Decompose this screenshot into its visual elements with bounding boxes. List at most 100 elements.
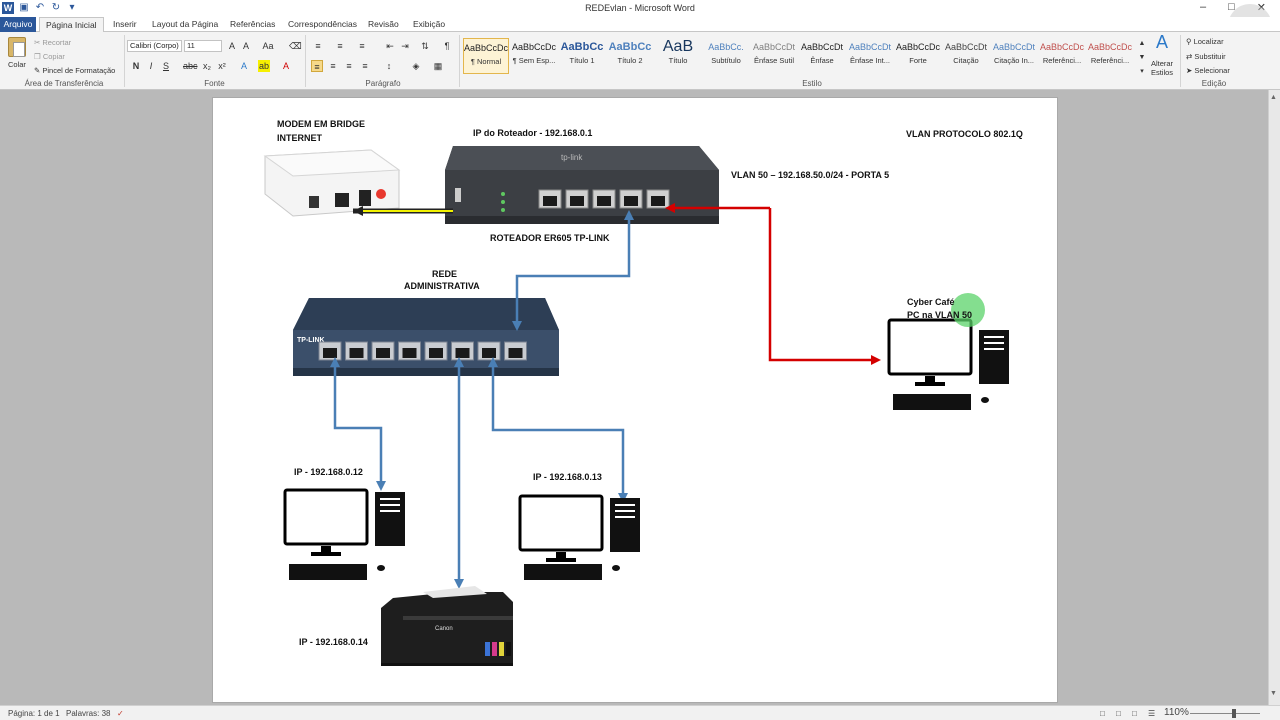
change-styles-button[interactable]: Alterar Estilos xyxy=(1150,59,1174,77)
text-effects-icon[interactable]: A xyxy=(240,61,247,71)
shrink-font-icon[interactable]: A xyxy=(242,41,249,51)
styles-scroll-down-icon[interactable]: ▼ xyxy=(1138,54,1146,61)
cut-button[interactable]: ✂ Recortar xyxy=(34,38,72,47)
superscript-icon[interactable]: x² xyxy=(218,61,226,71)
font-size-select[interactable]: 11 xyxy=(184,40,222,52)
tab-pagina-inicial[interactable]: Página Inicial xyxy=(39,17,104,33)
save-icon[interactable]: ▣ xyxy=(19,2,29,13)
undo-icon[interactable]: ↶ xyxy=(35,2,45,13)
justify-icon[interactable]: ≡ xyxy=(362,61,368,71)
paste-icon[interactable] xyxy=(8,37,26,57)
replace-button[interactable]: ⇄ Substituir xyxy=(1186,52,1226,61)
clear-format-icon[interactable]: ⌫ xyxy=(289,41,302,51)
format-painter-button[interactable]: ✎ Pincel de Formatação xyxy=(34,66,116,75)
tab-arquivo[interactable]: Arquivo xyxy=(0,17,36,32)
tab-revisao[interactable]: Revisão xyxy=(368,19,399,29)
increase-indent-icon[interactable]: ⇥ xyxy=(401,41,409,51)
highlight-icon[interactable]: ab xyxy=(258,60,270,72)
font-group-label: Fonte xyxy=(204,79,225,88)
align-right-icon[interactable]: ≡ xyxy=(346,61,352,71)
router-switch-cable xyxy=(515,213,631,328)
font-color-icon[interactable]: A xyxy=(282,61,289,71)
multilevel-list-icon[interactable]: ≡ xyxy=(359,41,365,51)
modem-label-line1: MODEM EM BRIDGE xyxy=(277,119,366,129)
scroll-down-icon[interactable]: ▼ xyxy=(1270,690,1277,697)
style-name: Título xyxy=(668,56,688,65)
align-left-icon[interactable]: ≡ xyxy=(311,60,323,72)
find-button[interactable]: ⚲ Localizar xyxy=(1186,37,1224,46)
outline-icon[interactable]: ☰ xyxy=(1148,709,1156,718)
grow-font-icon[interactable]: A xyxy=(228,41,235,51)
styles-more-icon[interactable]: ▾ xyxy=(1140,68,1144,75)
style-preview: AaBbCcDc xyxy=(895,42,940,52)
copy-button[interactable]: ❐ Copiar xyxy=(34,52,65,61)
align-center-icon[interactable]: ≡ xyxy=(330,61,336,71)
zoom-level[interactable]: 110% xyxy=(1164,707,1189,718)
change-case-icon[interactable]: Aa xyxy=(262,41,274,51)
switch-port-socket xyxy=(508,348,523,358)
scroll-up-icon[interactable]: ▲ xyxy=(1270,94,1277,101)
full-screen-icon[interactable]: □ xyxy=(1116,709,1121,718)
style-preview: AaBbCcDt xyxy=(800,42,844,52)
word-app-icon[interactable]: W xyxy=(2,2,14,14)
tab-referencias[interactable]: Referências xyxy=(230,19,276,29)
numbering-icon[interactable]: ≡ xyxy=(337,41,343,51)
tab-layout[interactable]: Layout da Página xyxy=(152,19,219,29)
vertical-scrollbar[interactable] xyxy=(1268,90,1280,705)
style-item[interactable]: AaBbCcDc¶ Normal xyxy=(463,38,509,74)
styles-scroll-up-icon[interactable]: ▲ xyxy=(1138,40,1146,47)
sort-icon[interactable]: ⇅ xyxy=(421,41,429,51)
print-layout-icon[interactable]: □ xyxy=(1100,709,1105,718)
underline-icon[interactable]: S xyxy=(162,61,169,71)
bold-icon[interactable]: N xyxy=(132,61,140,71)
italic-icon[interactable]: I xyxy=(149,61,153,71)
tab-exibicao[interactable]: Exibição xyxy=(413,19,446,29)
switch-port-socket xyxy=(323,348,337,358)
select-button[interactable]: ➤ Selecionar xyxy=(1186,66,1230,75)
change-styles-icon[interactable]: A xyxy=(1155,32,1168,52)
admin-pc-2 xyxy=(518,494,640,580)
document-page[interactable]: tp-link TP-LINK xyxy=(213,98,1057,702)
minimize-icon[interactable]: – xyxy=(1200,1,1207,13)
font-family-select[interactable]: Calibri (Corpo) xyxy=(127,40,182,52)
paste-button[interactable]: Colar xyxy=(8,60,26,69)
customize-qat-icon[interactable]: ▾ xyxy=(69,2,75,13)
show-marks-icon[interactable]: ¶ xyxy=(444,41,450,51)
zoom-slider[interactable] xyxy=(1190,713,1260,714)
zoom-slider-thumb[interactable] xyxy=(1232,709,1236,718)
word-count[interactable]: Palavras: 38 xyxy=(66,709,111,718)
redo-icon[interactable]: ↻ xyxy=(51,2,61,13)
page-count[interactable]: Página: 1 de 1 xyxy=(8,709,60,718)
subscript-icon[interactable]: x₂ xyxy=(203,61,211,71)
line-spacing-icon[interactable]: ↕ xyxy=(386,61,392,71)
tab-inserir[interactable]: Inserir xyxy=(113,19,137,29)
admin-pc-1 xyxy=(283,488,405,580)
strikethrough-icon[interactable]: abc xyxy=(183,61,198,71)
cyber-cafe-pc xyxy=(887,318,1009,410)
bullets-icon[interactable]: ≡ xyxy=(315,41,321,51)
tab-correspondencias[interactable]: Correspondências xyxy=(288,19,357,29)
group-divider xyxy=(1180,35,1181,87)
proofing-icon[interactable]: ✓ xyxy=(117,709,124,718)
style-item[interactable]: AaBbCcDc¶ Sem Esp... xyxy=(511,38,557,74)
borders-icon[interactable]: ▦ xyxy=(433,61,443,71)
decrease-indent-icon[interactable]: ⇤ xyxy=(386,41,394,51)
shading-icon[interactable]: ◈ xyxy=(412,61,420,71)
maximize-icon[interactable]: □ xyxy=(1228,1,1235,13)
printer-ip-label: IP - 192.168.0.14 xyxy=(299,637,368,647)
style-preview: AaBbCcDt xyxy=(992,42,1036,52)
web-layout-icon[interactable]: □ xyxy=(1132,709,1137,718)
vlan50-arrow-pc xyxy=(871,355,881,365)
style-item[interactable]: AaBbCc.Subtítulo xyxy=(703,38,749,74)
